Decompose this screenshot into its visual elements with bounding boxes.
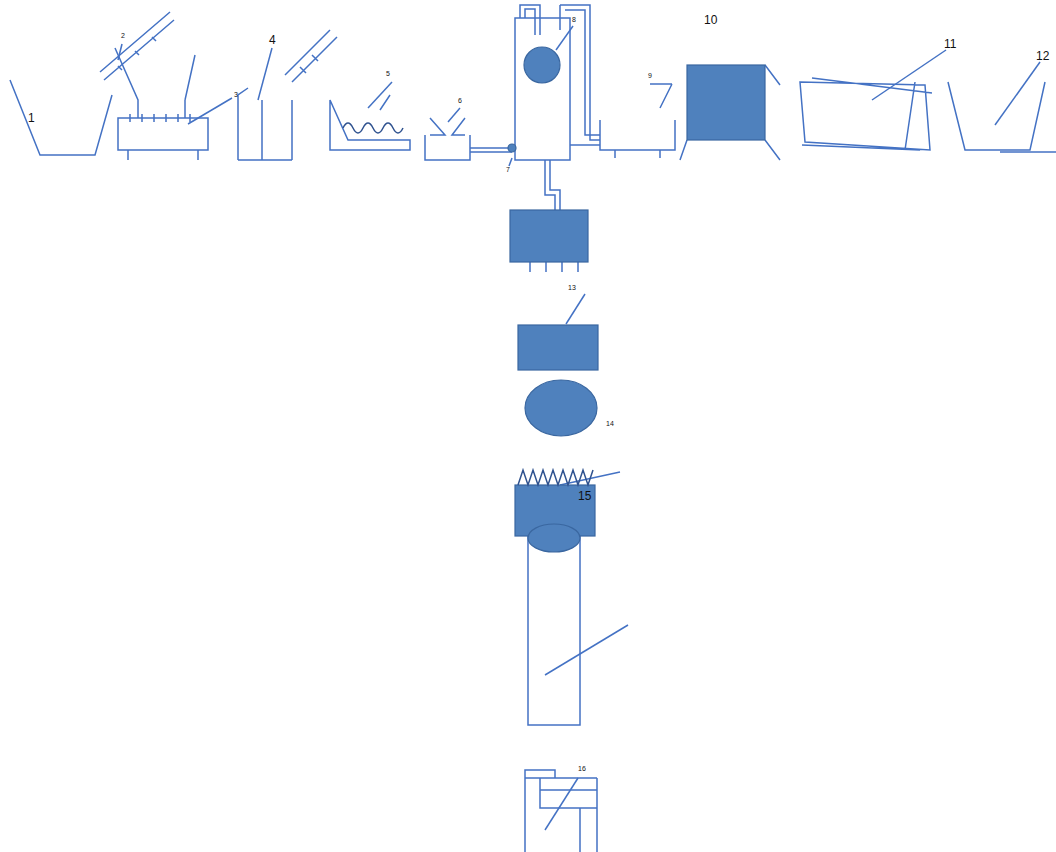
filled-unit [518,325,598,370]
hopper [10,80,112,155]
pipe [520,5,540,35]
leader-line [556,26,573,50]
screw [343,123,403,133]
leader-line [188,98,232,124]
callout-number: 4 [269,34,276,46]
leader-line [368,82,392,108]
column [515,18,570,160]
legs [530,262,578,272]
column-head [524,47,560,83]
pipe [545,160,560,210]
sieve [115,48,208,160]
filled-unit [510,210,588,262]
callout-number: 9 [648,72,652,79]
callout-number: 15 [578,490,591,502]
callout-number: 3 [234,91,238,98]
pump [508,144,516,152]
leader-line [509,158,512,166]
callout-number: 2 [121,32,125,39]
drum [800,78,932,150]
callout-number: 10 [704,14,717,26]
pipe [560,5,600,140]
heating-coil [518,470,593,485]
tank [600,84,675,158]
callout-number: 16 [578,765,586,772]
callout-number: 13 [568,284,576,291]
leader-line [258,48,272,100]
press [525,770,597,852]
callout-number: 11 [944,38,956,50]
screw-unit [330,95,410,150]
leader-line [448,108,460,122]
callout-number: 8 [572,16,576,23]
support [680,65,780,160]
leader-line [872,50,946,100]
callout-number: 7 [506,166,510,173]
leader-line [995,62,1040,125]
filled-unit [687,65,765,140]
washer [238,88,292,160]
inclined-conveyor [285,30,337,82]
callout-number: 12 [1036,50,1049,62]
callout-number: 1 [28,112,35,124]
cylinder [528,535,580,725]
sieve-mesh [130,114,190,122]
leader-line [566,294,585,324]
leader-line [545,778,578,830]
disc [525,380,597,436]
pipe [470,148,512,152]
hopper [948,82,1056,152]
inclined-conveyor [100,12,174,80]
pipe [570,144,600,146]
callout-number: 6 [458,97,462,104]
leader-line [545,625,628,675]
callout-number: 14 [606,420,614,427]
feeder [425,118,470,160]
cylinder-top [528,524,580,552]
callout-number: 5 [386,70,390,77]
